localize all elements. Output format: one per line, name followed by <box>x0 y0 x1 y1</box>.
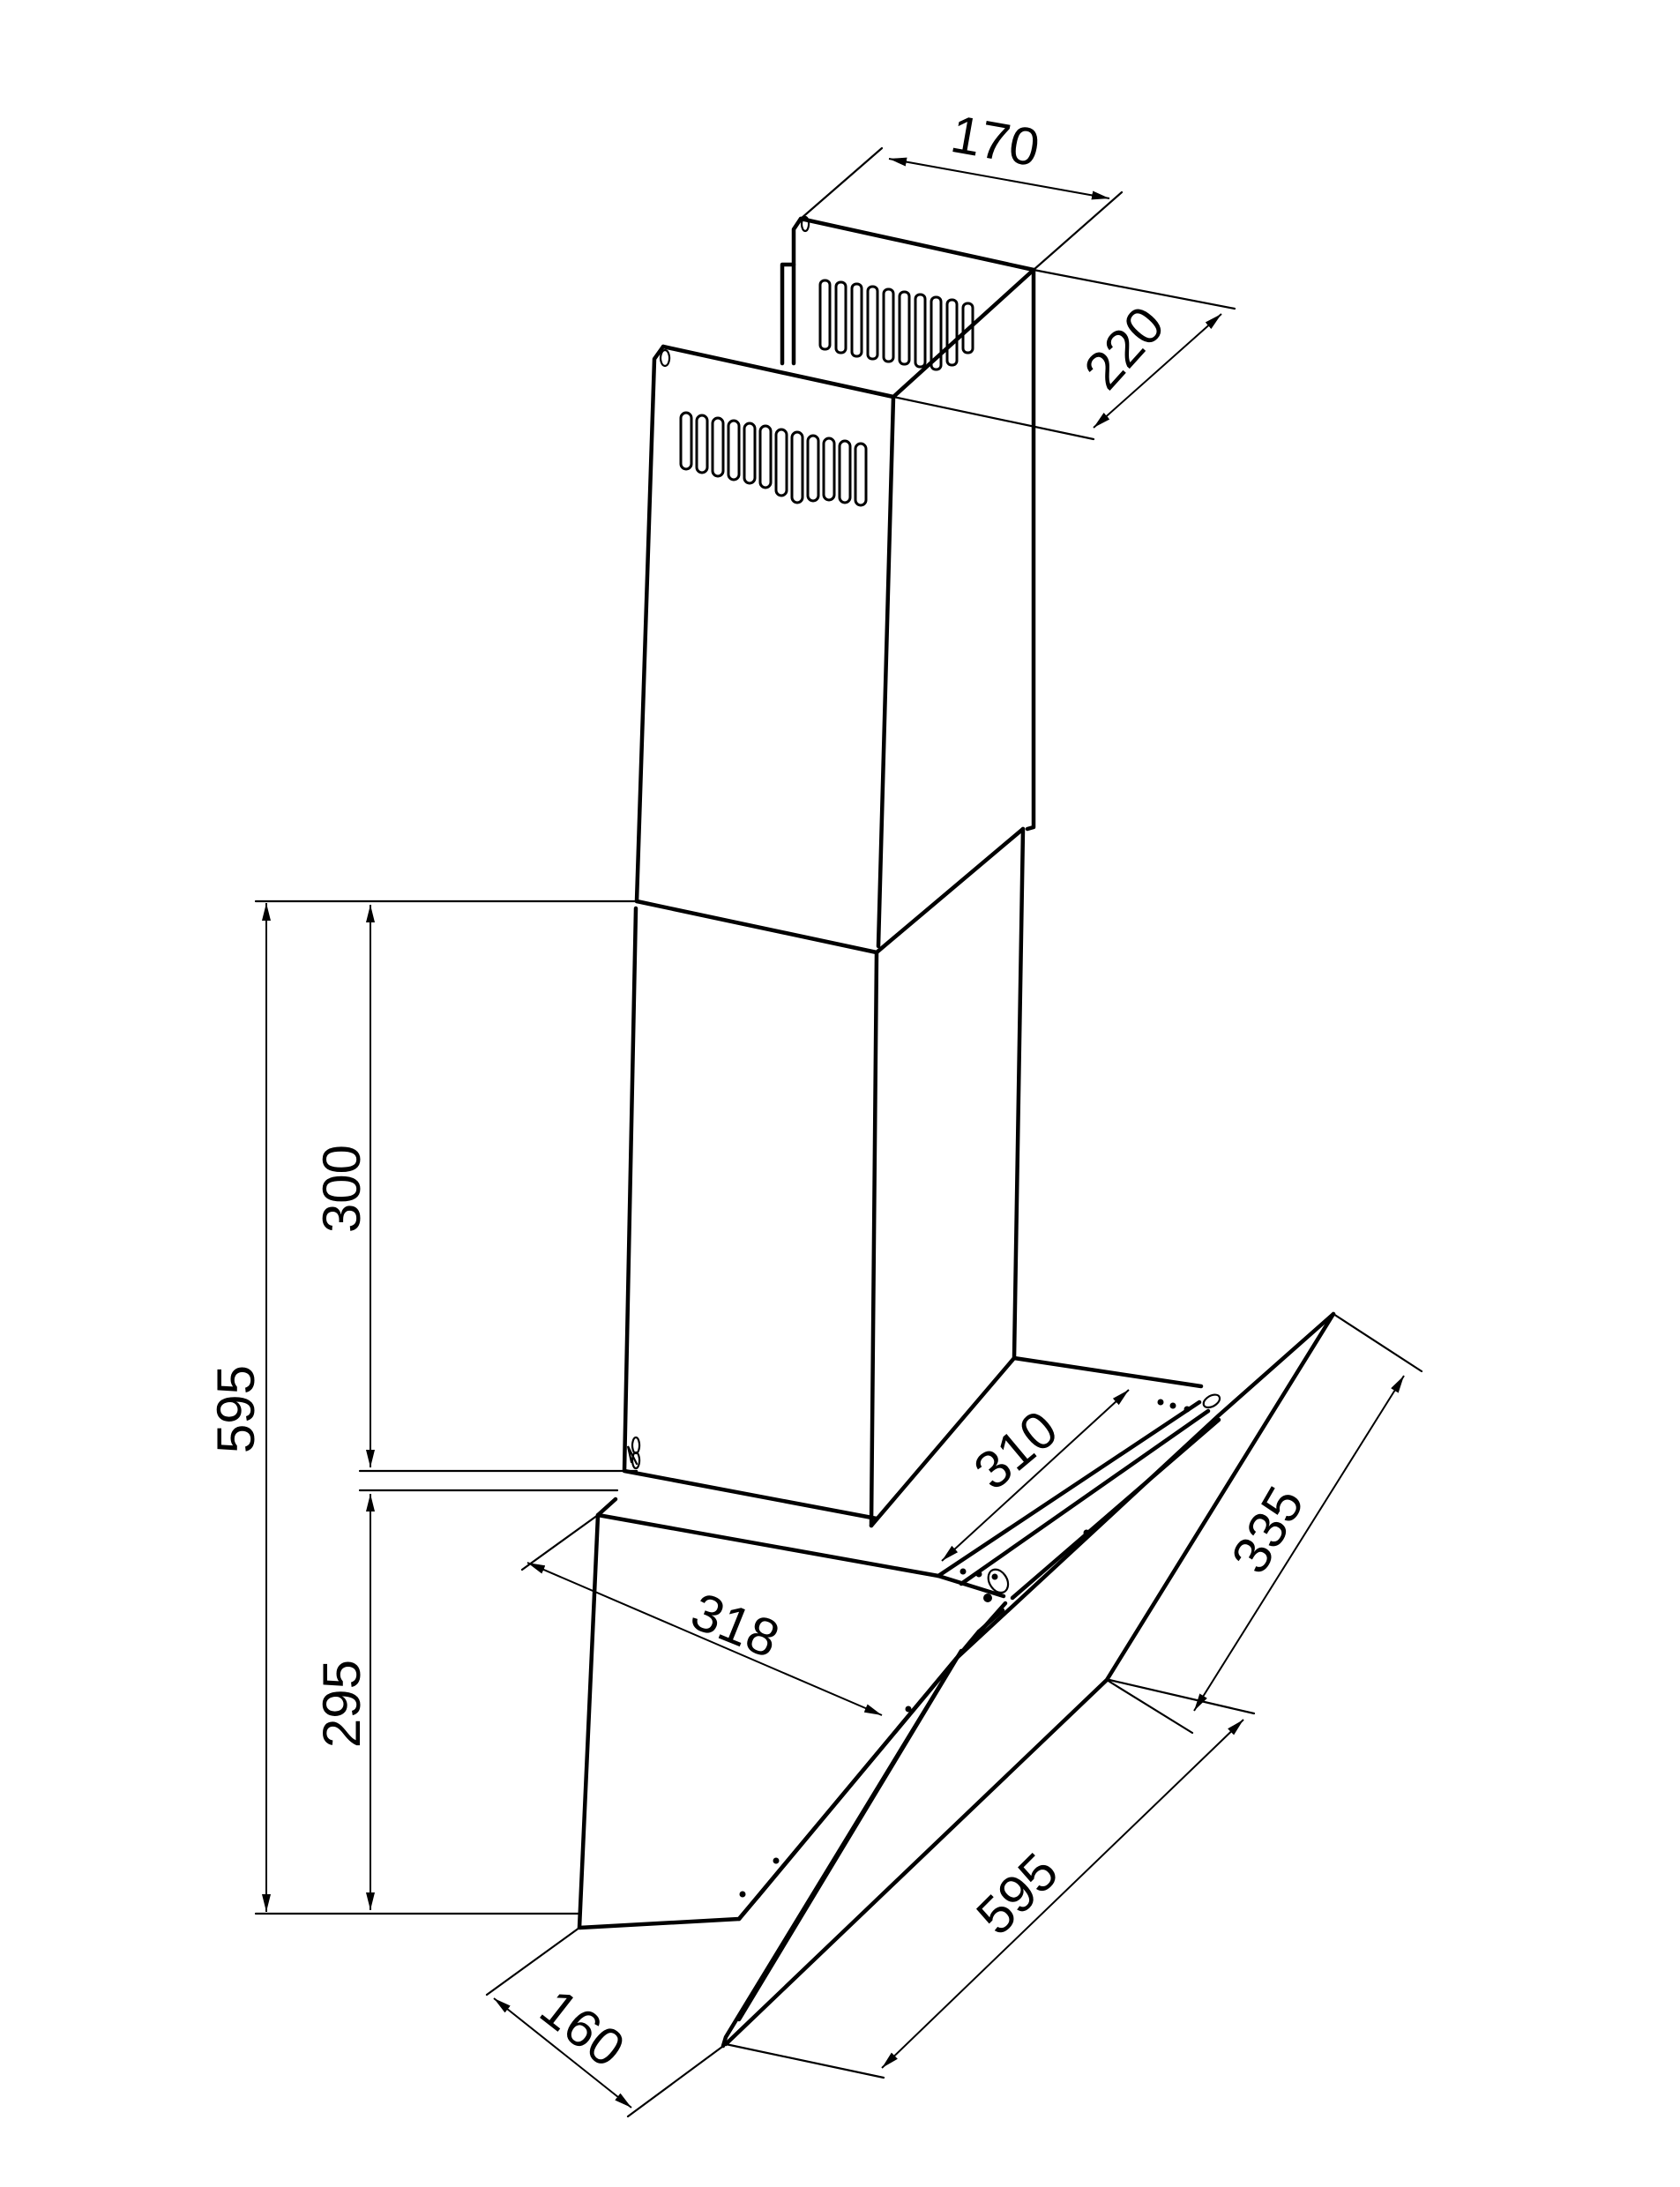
dim-label-310: 310 <box>963 1399 1069 1501</box>
lower-chimney <box>622 826 1026 1528</box>
dim-label-220: 220 <box>1072 295 1176 400</box>
dim-label-160: 160 <box>530 1978 636 2079</box>
screw-dot <box>991 1573 998 1580</box>
dim-label-595-vertical: 595 <box>206 1365 265 1453</box>
screw-dot <box>1083 1529 1090 1536</box>
screw-dot <box>1157 1399 1164 1406</box>
dim-595-vertical: 595 <box>206 899 638 1915</box>
dim-label-595-diagonal: 595 <box>965 1841 1069 1945</box>
dim-label-170: 170 <box>946 104 1043 177</box>
dim-318: 318 <box>520 1513 883 1716</box>
screw-dot <box>1183 1406 1191 1413</box>
screw-dot <box>975 1571 982 1578</box>
hood-body <box>577 1355 1221 1930</box>
screw-dot <box>983 1594 992 1602</box>
dim-label-300: 300 <box>312 1145 371 1233</box>
screw-dot <box>905 1706 912 1713</box>
inner-vent-slots <box>818 279 974 371</box>
screw-dot <box>739 1891 746 1898</box>
dim-295: 295 <box>312 1494 375 1910</box>
dim-label-295: 295 <box>312 1660 371 1748</box>
dim-220: 220 <box>892 268 1236 441</box>
dim-300: 300 <box>312 905 638 1492</box>
dim-label-318: 318 <box>683 1581 788 1669</box>
outer-vent-slots <box>679 411 868 507</box>
dim-170: 170 <box>799 104 1124 272</box>
outer-chimney <box>634 267 1036 949</box>
inner-chimney <box>780 215 1036 832</box>
screw-dot <box>773 1857 780 1864</box>
screw-dot <box>959 1568 967 1575</box>
dim-160: 160 <box>485 1926 728 2118</box>
dim-595-diagonal: 595 <box>724 1678 1256 2079</box>
dim-label-335: 335 <box>1220 1477 1315 1583</box>
screw-dot <box>1169 1402 1176 1409</box>
dim-310: 310 <box>941 1389 1130 1562</box>
